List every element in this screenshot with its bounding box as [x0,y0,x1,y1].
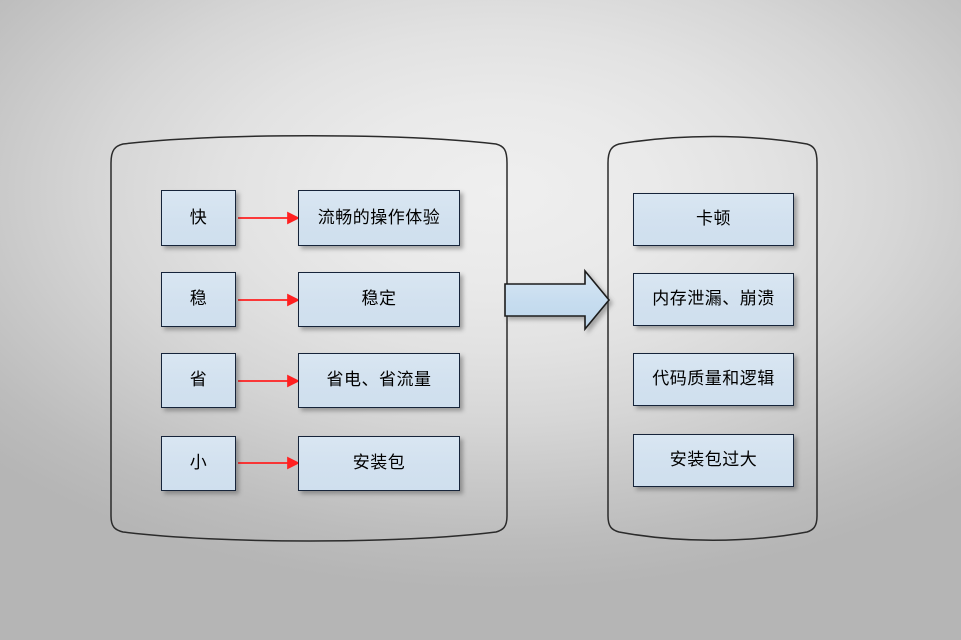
detail-box-2[interactable]: 稳定 [298,272,460,327]
connector-row-2 [238,293,300,307]
goal-detail-connectors [238,211,300,470]
group-transition-arrow [504,268,611,332]
detail-box-4[interactable]: 安装包 [298,436,460,491]
detail-box-3[interactable]: 省电、省流量 [298,353,460,408]
goal-box-1[interactable]: 快 [161,190,236,246]
left-cylinder-shape [110,135,508,542]
problem-box-3[interactable]: 代码质量和逻辑 [633,353,794,406]
problem-box-2[interactable]: 内存泄漏、崩溃 [633,273,794,326]
connector-row-1 [238,211,300,225]
goal-box-4[interactable]: 小 [161,436,236,491]
right-cylinder-shape [607,135,818,541]
goal-box-3[interactable]: 省 [161,353,236,408]
connector-row-3 [238,374,300,388]
connector-row-4 [238,456,300,470]
goal-box-2[interactable]: 稳 [161,272,236,327]
problem-box-1[interactable]: 卡顿 [633,193,794,246]
problem-box-4[interactable]: 安装包过大 [633,434,794,487]
detail-box-1[interactable]: 流畅的操作体验 [298,190,460,246]
